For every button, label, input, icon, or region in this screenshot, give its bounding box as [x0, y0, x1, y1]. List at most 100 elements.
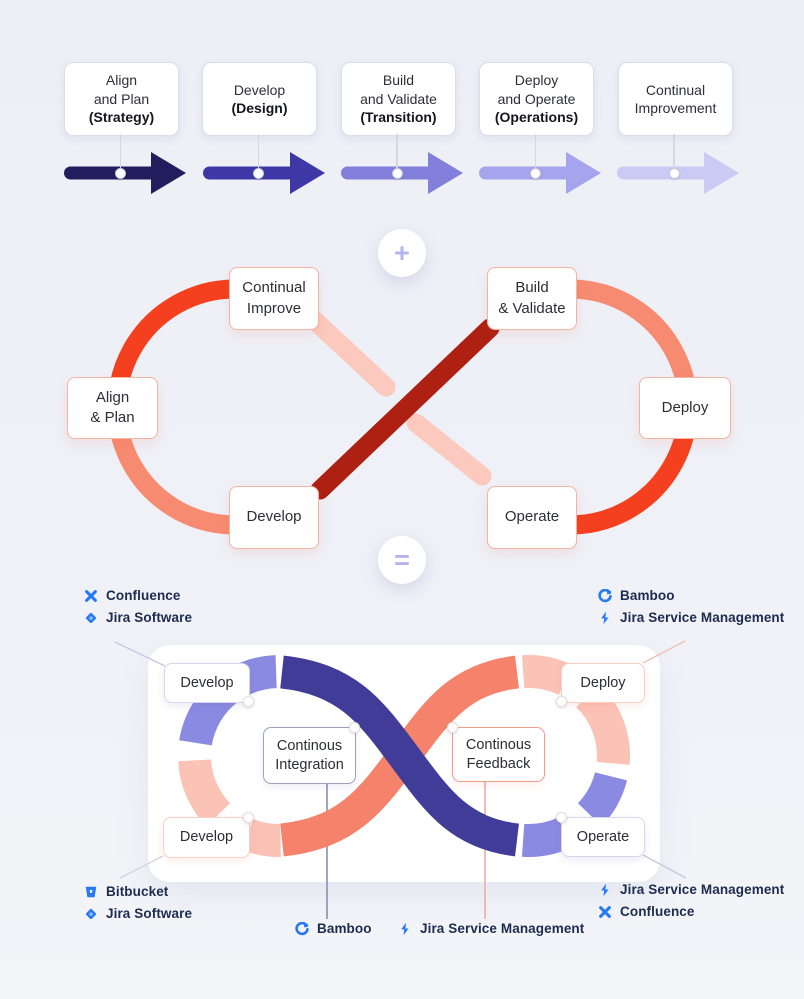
stage-line: Align: [105, 72, 138, 89]
stage-connector-dot: [391, 167, 403, 179]
stage-connector-line: [673, 134, 675, 173]
devops-label-develop-bottom: Develop: [163, 817, 250, 858]
stage-phase: (Design): [231, 100, 288, 116]
tools-bottom-center-jsm: Jira Service Management: [398, 922, 584, 936]
label-line: Improve: [246, 299, 302, 317]
label-line: Develop: [246, 508, 302, 526]
label-line: Develop: [179, 829, 234, 846]
plus-badge: +: [378, 229, 426, 277]
jira-service-management-icon: [398, 922, 412, 936]
tool-label: Jira Service Management: [620, 610, 785, 625]
jira-service-management-icon: [598, 883, 612, 897]
tool-label: Jira Service Management: [420, 921, 585, 936]
jira-software-icon: [84, 611, 98, 625]
itil-label-develop: Develop: [229, 486, 319, 549]
label-line: Continous: [465, 736, 532, 753]
tools-top-left: Confluence Jira Software: [84, 589, 192, 625]
stage-box-develop: Develop (Design): [202, 62, 317, 136]
tools-bottom-center-bamboo: Bamboo: [295, 922, 372, 936]
label-line: & Validate: [498, 299, 566, 317]
label-line: Build: [515, 279, 549, 297]
label-line: Operate: [576, 828, 630, 845]
devops-label-develop-top: Develop: [164, 663, 250, 703]
stage-arrow: [64, 152, 186, 194]
tools-top-right: Bamboo Jira Service Management: [598, 589, 784, 625]
tool-label: Bitbucket: [106, 884, 169, 899]
tool-label: Bamboo: [620, 588, 675, 603]
tool-label: Confluence: [106, 588, 181, 603]
tool-label: Confluence: [620, 904, 695, 919]
devops-label-operate: Operate: [561, 817, 645, 857]
stage-line: and Plan: [93, 90, 150, 107]
stage-arrow: [479, 152, 601, 194]
itil-label-build-validate: Build & Validate: [487, 267, 577, 330]
devops-label-continous-feedback: Continous Feedback: [452, 727, 545, 782]
stage-connector-line: [534, 134, 537, 173]
stage-box-build-validate: Build and Validate (Transition): [341, 62, 456, 136]
tool-confluence: Confluence: [598, 905, 784, 919]
bitbucket-icon: [84, 885, 98, 899]
tool-bitbucket: Bitbucket: [84, 885, 192, 899]
tools-bottom-right: Jira Service Management Confluence: [598, 883, 784, 919]
tool-confluence: Confluence: [84, 589, 192, 603]
itil-label-deploy: Deploy: [639, 377, 731, 439]
label-line: & Plan: [90, 409, 135, 426]
stage-connector-line: [257, 134, 260, 173]
connector-dot: [446, 721, 458, 733]
itil-label-operate: Operate: [487, 486, 577, 549]
stage-connector-line: [119, 134, 122, 173]
label-line: Develop: [180, 674, 234, 691]
bamboo-icon: [598, 589, 612, 603]
connector-dot: [242, 695, 254, 707]
label-line: Continual: [242, 279, 306, 297]
stage-line: Continual: [645, 81, 706, 98]
stage-line: Develop: [233, 81, 286, 98]
stage-arrow: [203, 152, 325, 194]
stage-phase: (Operations): [494, 109, 579, 126]
tool-jira-software: Jira Software: [84, 907, 192, 921]
equals-badge: =: [378, 536, 426, 584]
stage-line: and Operate: [497, 90, 576, 107]
stage-arrow: [341, 152, 463, 194]
stage-phase: (Strategy): [88, 109, 155, 126]
jira-software-icon: [84, 907, 98, 921]
stage-arrow-row: [0, 130, 804, 200]
stage-arrow: [617, 152, 739, 194]
stage-connector-dot: [668, 167, 680, 179]
itil-label-align-plan: Align & Plan: [67, 377, 158, 439]
stage-box-align-plan: Align and Plan (Strategy): [64, 62, 179, 136]
tool-bamboo: Bamboo: [295, 922, 372, 936]
stage-connector-dot: [253, 167, 264, 179]
stage-line: Deploy: [514, 72, 559, 89]
label-line: Deploy: [580, 674, 626, 691]
tool-label: Jira Service Management: [620, 882, 785, 897]
tool-jira-service-management: Jira Service Management: [398, 922, 584, 936]
connector-dot: [348, 721, 360, 733]
tool-jira-software: Jira Software: [84, 611, 192, 625]
label-line: Align: [95, 388, 130, 406]
connector-dot: [555, 811, 567, 823]
tool-label: Jira Software: [106, 906, 193, 921]
plus-icon: +: [394, 237, 410, 268]
stage-line: Build: [382, 72, 415, 89]
confluence-icon: [84, 589, 98, 603]
tool-jira-service-management: Jira Service Management: [598, 883, 784, 897]
tool-bamboo: Bamboo: [598, 589, 784, 603]
connector-dot: [242, 811, 254, 823]
jira-service-management-icon: [598, 611, 612, 625]
stage-connector-line: [396, 134, 398, 173]
devops-label-continous-integration: Continous Integration: [263, 727, 356, 784]
stage-box-deploy-operate: Deploy and Operate (Operations): [479, 62, 594, 136]
itil-label-continual-improve: Continual Improve: [229, 267, 319, 330]
label-line: Integration: [275, 756, 344, 773]
stage-connector-dot: [115, 167, 126, 179]
stage-connector-dot: [530, 167, 541, 179]
stage-line: Improvement: [634, 100, 717, 116]
bamboo-icon: [295, 922, 309, 936]
label-line: Feedback: [466, 755, 531, 772]
label-line: Continous: [276, 737, 343, 754]
stage-phase: (Transition): [360, 109, 437, 126]
label-line: Operate: [504, 508, 560, 526]
devops-label-deploy: Deploy: [561, 663, 645, 703]
